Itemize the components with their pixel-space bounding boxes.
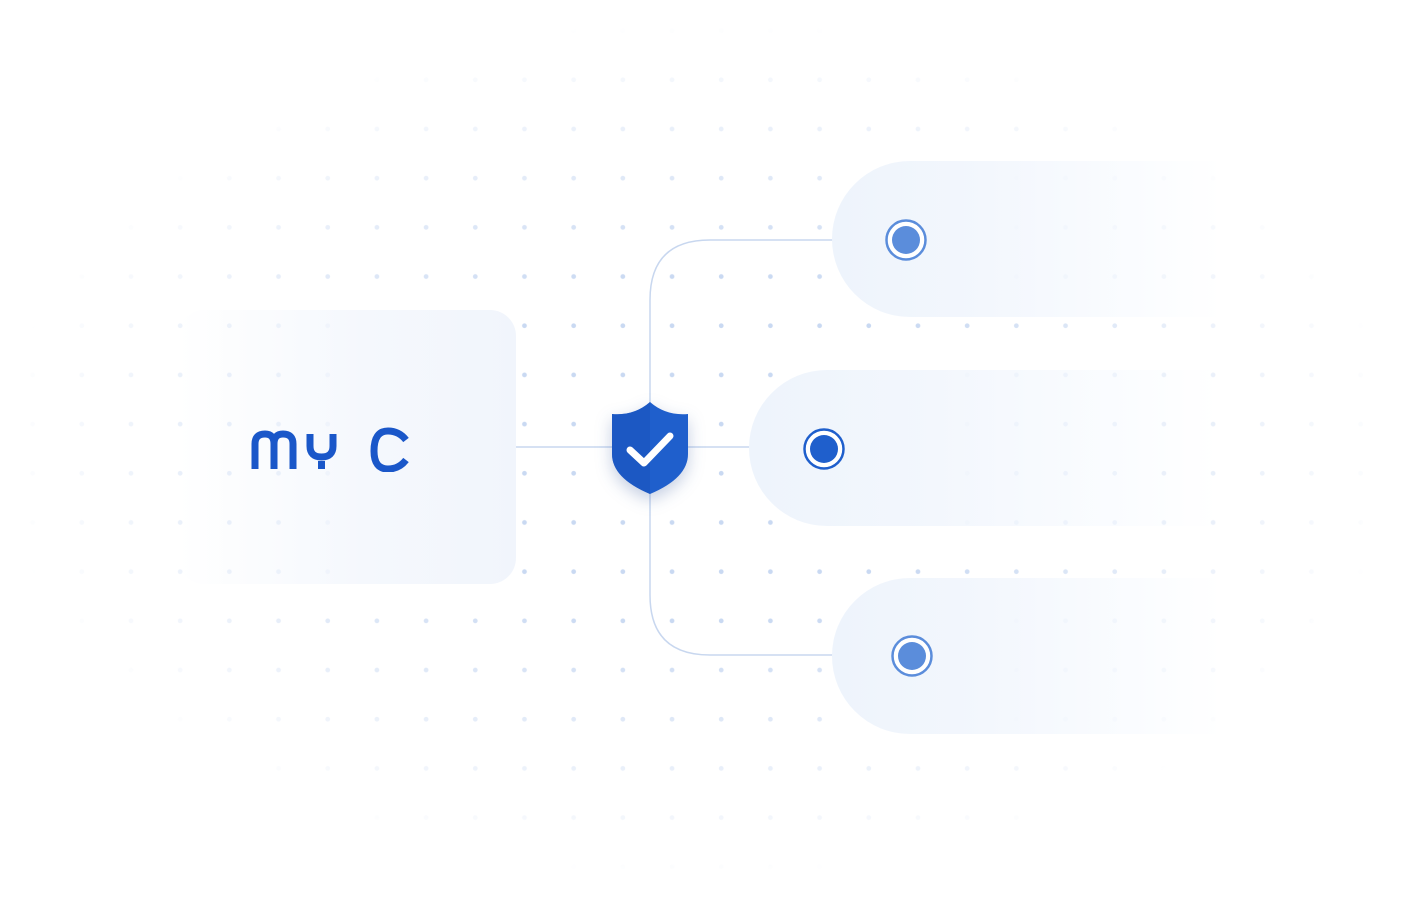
checkmark-icon <box>626 432 674 467</box>
myc-logo <box>251 427 409 472</box>
brand-card <box>178 310 516 584</box>
radio-dot-icon[interactable] <box>885 219 927 261</box>
shield-check-icon <box>612 402 688 494</box>
radio-dot-icon[interactable] <box>803 428 845 470</box>
connector-top-branch <box>649 239 833 404</box>
radio-dot-icon[interactable] <box>891 635 933 677</box>
connector-bottom-branch <box>649 492 833 656</box>
